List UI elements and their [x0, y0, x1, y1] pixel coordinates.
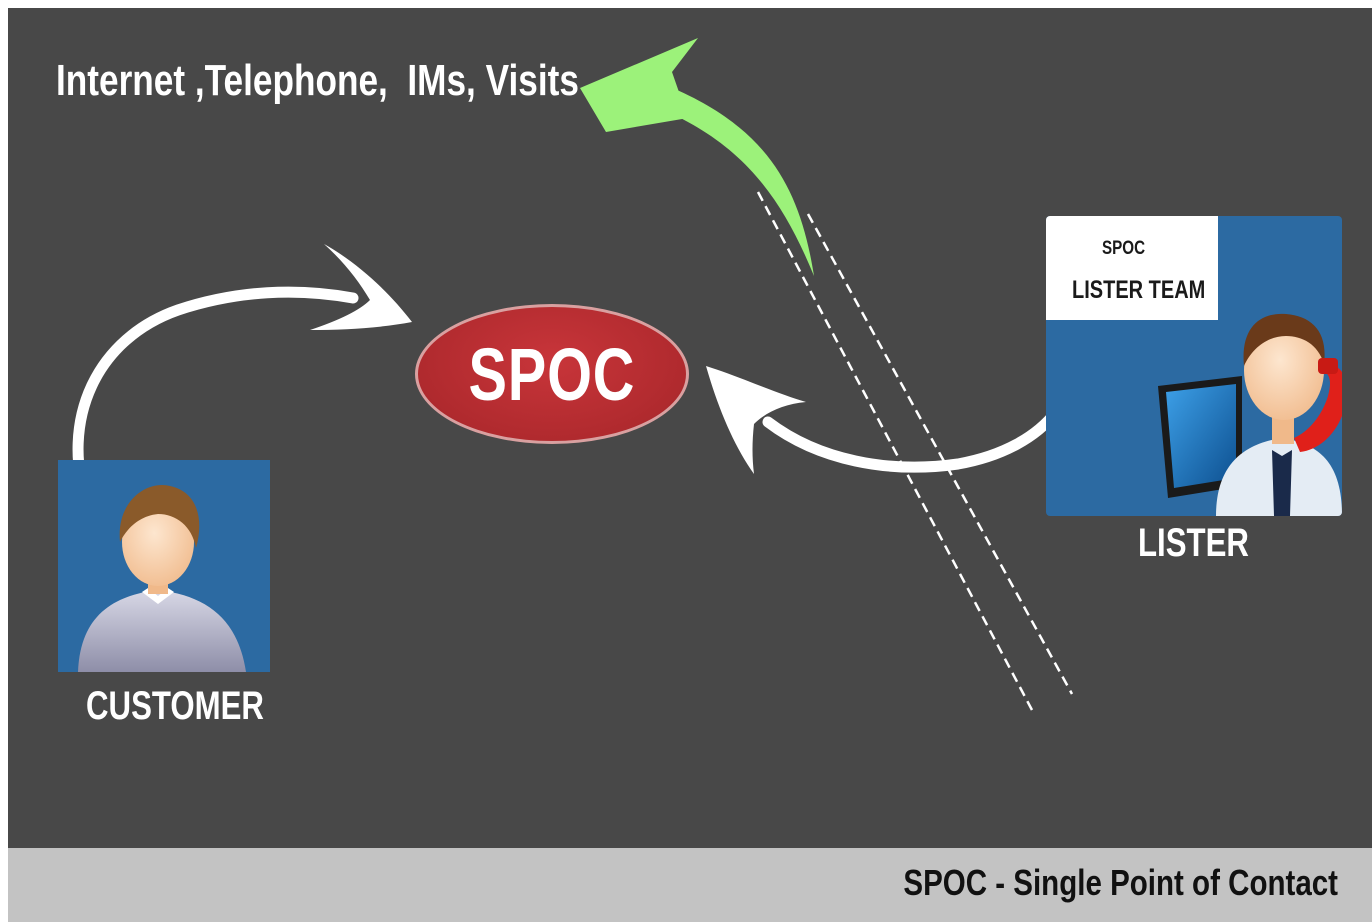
spoc-hub: SPOC: [415, 304, 689, 444]
dashed-divider-line: [756, 191, 1034, 711]
lister-panel-spoc: SPOC: [1102, 238, 1146, 259]
lister-team-panel: SPOC LISTER TEAM: [1046, 216, 1218, 320]
footer-caption: SPOC - Single Point of Contact: [903, 862, 1338, 903]
footer-bar: SPOC - Single Point of Contact: [8, 848, 1372, 922]
slide: Internet ,Telephone, IMs, Visits SPOC: [8, 8, 1372, 922]
green-arrow-icon: [580, 38, 814, 276]
customer-label: CUSTOMER: [86, 684, 264, 728]
dashed-divider-line: [806, 213, 1074, 695]
channels-label: Internet ,Telephone, IMs, Visits: [56, 56, 579, 105]
lister-label: LISTER: [1138, 521, 1249, 565]
lister-panel-team: LISTER TEAM: [1072, 276, 1206, 304]
telephone-icon: [1294, 358, 1342, 452]
lister-card: SPOC LISTER TEAM: [1046, 216, 1342, 516]
customer-avatar-icon: [78, 484, 246, 672]
spoc-hub-label: SPOC: [468, 332, 636, 416]
lister-arrow-icon: [706, 318, 1082, 474]
laptop-icon: [1158, 376, 1242, 498]
customer-card: [58, 460, 270, 672]
customer-arrow-icon: [72, 244, 412, 514]
lister-avatar-icon: [1158, 313, 1342, 516]
